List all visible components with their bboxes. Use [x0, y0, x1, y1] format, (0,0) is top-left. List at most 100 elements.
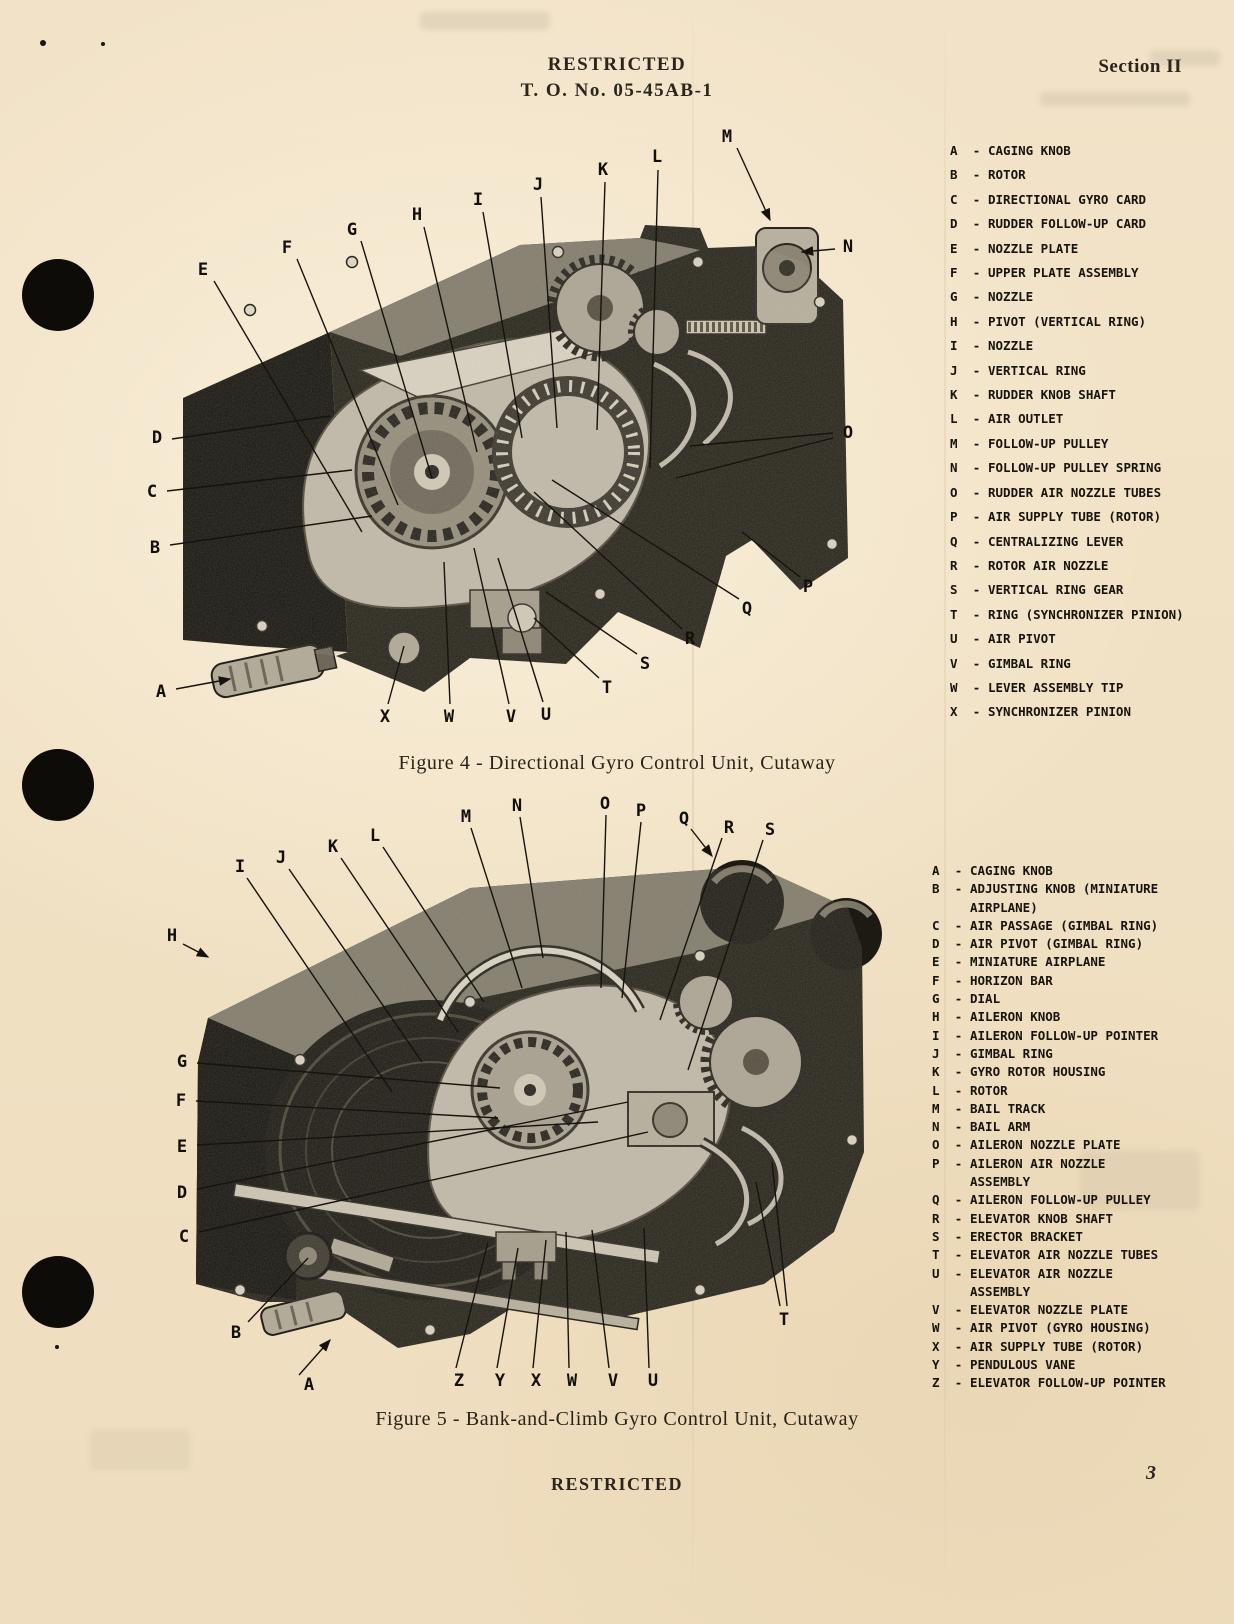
ink-speck: [40, 40, 46, 46]
legend-item: W - AIR PIVOT (GYRO HOUSING): [932, 1319, 1192, 1337]
leader-line-j: [540, 196, 558, 429]
legend-item: V - ELEVATOR NOZZLE PLATE: [932, 1301, 1192, 1319]
leader-line-t: [771, 1161, 788, 1307]
legend-separator: -: [972, 435, 981, 451]
leader-line-o: [600, 814, 607, 989]
legend-item: G - NOZZLE: [950, 285, 1210, 309]
legend-item: Z - ELEVATOR FOLLOW-UP POINTER: [932, 1374, 1192, 1392]
leader-line-h: [423, 226, 478, 453]
legend-label: PENDULOUS VANE: [970, 1357, 1076, 1373]
legend-label: PIVOT (VERTICAL RING): [988, 313, 1147, 329]
leader-line-o: [675, 437, 834, 479]
legend-label: AILERON FOLLOW-UP PULLEY: [970, 1192, 1151, 1208]
leader-line-o: [689, 432, 834, 447]
legend-letter: I: [932, 1027, 940, 1043]
paper-crease: [944, 0, 946, 1624]
legend-letter: F: [932, 972, 940, 988]
bleed-smudge: [1150, 50, 1220, 66]
legend-separator: -: [972, 411, 981, 427]
bleed-smudge: [90, 1430, 190, 1470]
leader-line-t: [533, 617, 600, 679]
leader-line-v: [591, 1229, 610, 1369]
legend-item: F - UPPER PLATE ASSEMBLY: [950, 261, 1210, 285]
callout-figure5-n: N: [512, 796, 522, 816]
callout-figure5-x: X: [531, 1371, 542, 1391]
legend-label: AIR SUPPLY TUBE (ROTOR): [988, 509, 1162, 525]
legend-label: RUDDER AIR NOZZLE TUBES: [988, 484, 1162, 500]
callout-figure4-s: S: [640, 654, 650, 674]
callout-figure4-q: Q: [742, 599, 752, 619]
legend-separator: -: [972, 338, 981, 354]
callout-figure4-c: C: [147, 482, 157, 502]
callout-figure4-d: D: [152, 428, 162, 448]
legend-label: AIR OUTLET: [988, 411, 1064, 427]
legend-label: BAIL TRACK: [970, 1100, 1046, 1116]
legend-separator: -: [954, 954, 963, 970]
legend-label: AIR SUPPLY TUBE (ROTOR): [970, 1338, 1144, 1354]
legend-separator: -: [972, 191, 981, 207]
legend-label: GIMBAL RING: [970, 1045, 1053, 1061]
leader-line-g: [360, 240, 433, 479]
legend-letter: W: [950, 679, 958, 695]
legend-letter: S: [932, 1228, 940, 1244]
legend-letter: I: [950, 338, 958, 354]
legend-item: B - ROTOR: [950, 163, 1210, 187]
callout-figure5-u: U: [648, 1371, 658, 1391]
legend-label: AIR PIVOT (GYRO HOUSING): [970, 1320, 1151, 1336]
legend-separator: -: [954, 1357, 963, 1373]
legend-letter: A: [950, 143, 958, 158]
legend-separator: -: [954, 972, 963, 988]
legend-label: ELEVATOR NOZZLE PLATE: [970, 1302, 1129, 1318]
callout-figure4-r: R: [685, 629, 696, 649]
legend-item: J - VERTICAL RING: [950, 359, 1210, 383]
leader-line-p: [741, 531, 801, 578]
legend-separator: -: [954, 1100, 963, 1116]
legend-letter: S: [950, 582, 958, 598]
legend-item: T - ELEVATOR AIR NOZZLE TUBES: [932, 1246, 1192, 1264]
callout-figure5-d: D: [177, 1183, 187, 1203]
legend-separator: -: [954, 917, 963, 933]
legend-label: DIRECTIONAL GYRO CARD: [988, 191, 1147, 207]
legend-item: P - AILERON AIR NOZZLE ASSEMBLY: [932, 1155, 1192, 1192]
legend-letter: J: [932, 1045, 940, 1061]
legend-separator: -: [954, 1155, 963, 1171]
legend-letter: O: [950, 484, 958, 500]
legend-label: RUDDER FOLLOW-UP CARD: [988, 216, 1147, 232]
legend-separator: -: [972, 509, 981, 525]
legend-letter: L: [932, 1082, 940, 1098]
legend-separator: -: [972, 240, 981, 256]
legend-item: V - GIMBAL RING: [950, 652, 1210, 676]
legend-label: ADJUSTING KNOB (MINIATURE AIRPLANE): [970, 881, 1159, 915]
legend-label: RUDDER KNOB SHAFT: [988, 387, 1116, 403]
leader-line-a: [175, 676, 232, 690]
callout-figure4-t: T: [602, 678, 612, 698]
legend-item: Y - PENDULOUS VANE: [932, 1356, 1192, 1374]
legend-item: L - AIR OUTLET: [950, 407, 1210, 431]
legend-label: DIAL: [970, 991, 1001, 1007]
legend-separator: -: [972, 313, 981, 329]
legend-separator: -: [954, 1320, 963, 1336]
callout-figure5-r: R: [724, 818, 735, 838]
callout-figure4-o: O: [843, 423, 853, 443]
legend-label: LEVER ASSEMBLY TIP: [988, 679, 1124, 695]
legend-separator: -: [972, 484, 981, 500]
legend-letter: V: [932, 1302, 940, 1318]
legend-letter: U: [950, 631, 958, 647]
leader-line-i: [246, 877, 393, 1093]
legend-label: BAIL ARM: [970, 1119, 1031, 1135]
legend-label: AILERON AIR NOZZLE ASSEMBLY: [970, 1155, 1106, 1190]
legend-item: N - BAIL ARM: [932, 1118, 1192, 1136]
leader-line-d: [171, 415, 331, 440]
legend-separator: -: [954, 1210, 963, 1226]
legend-item: X - AIR SUPPLY TUBE (ROTOR): [932, 1338, 1192, 1356]
figure5-caption: Figure 5 - Bank-and-Climb Gyro Control U…: [375, 1408, 859, 1430]
legend-separator: -: [954, 936, 963, 952]
legend-letter: X: [932, 1338, 940, 1354]
legend-label: ELEVATOR FOLLOW-UP POINTER: [970, 1375, 1166, 1391]
callout-figure4-m: M: [722, 127, 732, 147]
legend-item: R - ELEVATOR KNOB SHAFT: [932, 1210, 1192, 1228]
leader-line-v: [473, 547, 510, 705]
callout-figure4-e: E: [198, 260, 208, 280]
